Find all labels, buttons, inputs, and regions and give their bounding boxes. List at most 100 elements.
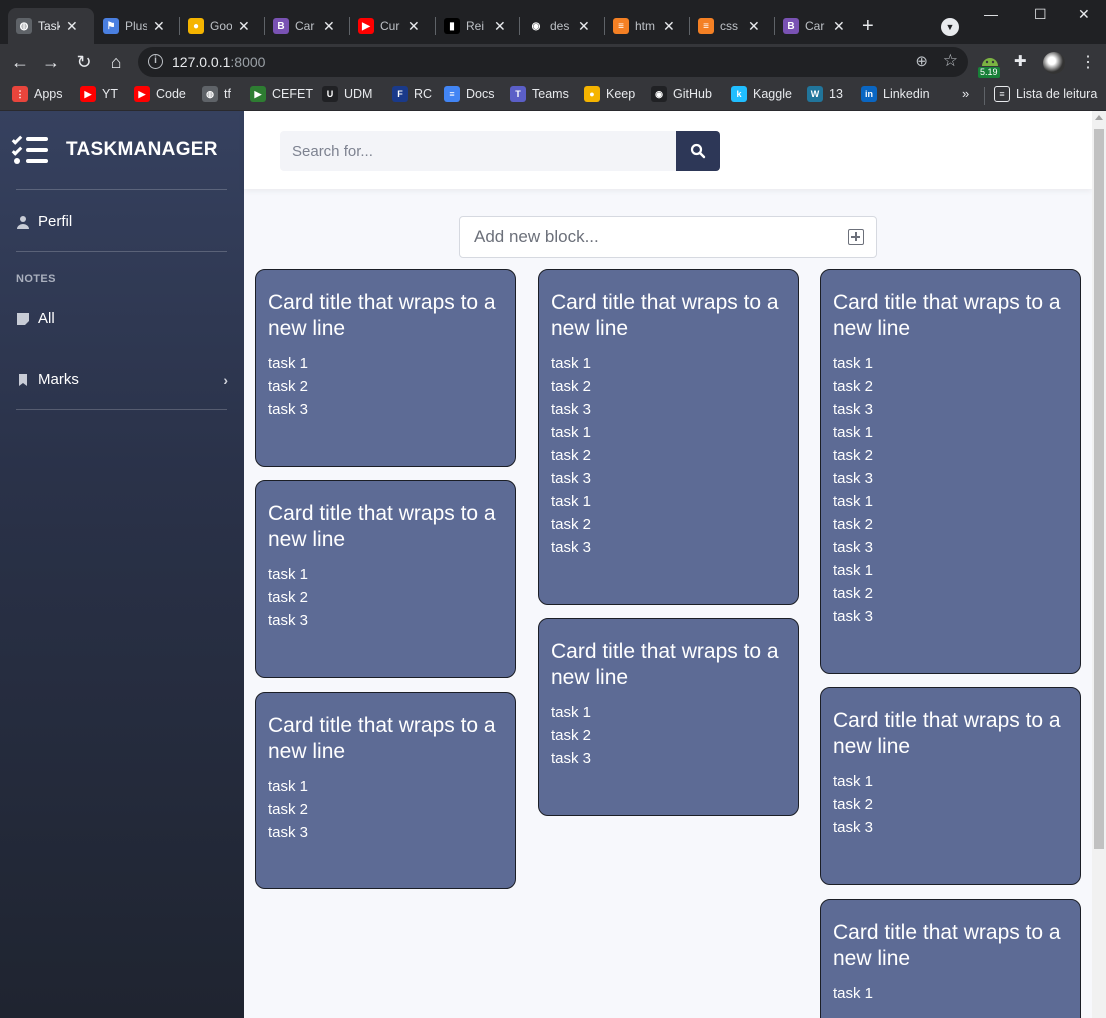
task-item[interactable]: task 3 [268,612,309,629]
close-tab-icon[interactable]: ✕ [494,17,506,34]
browser-tab[interactable]: ◉des✕ [520,8,602,44]
scrollbar-thumb[interactable] [1094,129,1104,849]
bookmark-item[interactable]: ▶YT [80,86,118,102]
site-info-icon[interactable]: i [148,54,163,69]
task-item[interactable]: task 1 [833,985,874,1002]
close-tab-icon[interactable]: ✕ [153,17,165,34]
task-item[interactable]: task 2 [833,447,874,464]
task-item[interactable]: task 3 [551,539,592,556]
task-item[interactable]: task 1 [551,424,592,441]
task-item[interactable]: task 1 [833,424,874,441]
close-tab-icon[interactable]: ✕ [833,17,845,34]
close-tab-icon[interactable]: ✕ [748,17,760,34]
task-item[interactable]: task 1 [833,562,874,579]
close-tab-icon[interactable]: ✕ [663,17,675,34]
home-icon[interactable]: ⌂ [110,52,122,72]
task-item[interactable]: task 1 [551,355,592,372]
reload-icon[interactable]: ↻ [76,52,92,72]
close-tab-icon[interactable]: ✕ [578,17,590,34]
close-window-icon[interactable]: ✕ [1078,6,1090,22]
bookmark-item[interactable]: ▶Code [134,86,186,102]
address-bar[interactable]: i 127.0.0.1:8000 ⊕ ☆ [138,47,968,77]
search-input[interactable] [280,131,676,171]
task-item[interactable]: task 2 [551,516,592,533]
task-item[interactable]: task 1 [268,355,309,372]
task-item[interactable]: task 3 [268,824,309,841]
tab-search-icon[interactable]: ▼ [941,18,959,36]
browser-tab[interactable]: ≡htm✕ [605,8,687,44]
bookmark-item[interactable]: ◉GitHub [651,86,712,102]
task-item[interactable]: task 3 [551,470,592,487]
sidebar-item-marks[interactable]: Marks › [16,371,228,388]
task-item[interactable]: task 2 [833,585,874,602]
browser-tab[interactable]: ▶Cur✕ [350,8,432,44]
menu-kebab-icon[interactable]: ⋮ [1080,54,1096,71]
sidebar-item-all[interactable]: All [16,310,228,327]
task-item[interactable]: task 1 [268,566,309,583]
task-item[interactable]: task 2 [551,727,592,744]
bookmark-item[interactable]: ◍tf [202,86,231,102]
task-item[interactable]: task 2 [833,796,874,813]
task-item[interactable]: task 1 [551,493,592,510]
url-text[interactable]: 127.0.0.1:8000 [172,54,266,70]
forward-icon[interactable]: → [42,52,60,72]
close-tab-icon[interactable]: ✕ [323,17,335,34]
task-item[interactable]: task 1 [268,778,309,795]
task-item[interactable]: task 3 [833,539,874,556]
task-item[interactable]: task 2 [268,378,309,395]
sidebar-item-perfil[interactable]: Perfil [16,213,228,230]
task-item[interactable]: task 1 [833,773,874,790]
browser-tab[interactable]: ≡css✕ [690,8,772,44]
back-icon[interactable]: ← [11,52,29,72]
task-item[interactable]: task 3 [551,401,592,418]
maximize-icon[interactable]: ☐ [1034,6,1047,22]
brand[interactable]: TASKMANAGER [11,134,218,165]
scroll-up-arrow-icon[interactable] [1095,115,1103,120]
close-tab-icon[interactable]: ✕ [408,17,420,34]
search-button[interactable] [676,131,720,171]
extensions-puzzle-icon[interactable]: ✚ [1014,53,1027,70]
bookmark-star-icon[interactable]: ☆ [942,51,958,70]
add-square-icon[interactable] [848,229,864,245]
add-block-input[interactable] [460,217,840,257]
task-item[interactable]: task 3 [833,470,874,487]
task-item[interactable]: task 2 [268,589,309,606]
task-item[interactable]: task 2 [268,801,309,818]
bookmarks-more-button[interactable]: » [962,86,970,101]
minimize-icon[interactable]: — [984,6,998,22]
android-extension-icon[interactable] [978,52,1002,76]
browser-tab[interactable]: ●Goo✕ [180,8,262,44]
new-tab-button[interactable]: + [862,15,874,37]
task-item[interactable]: task 2 [833,378,874,395]
task-item[interactable]: task 3 [551,750,592,767]
bookmark-item[interactable]: ●Keep [584,86,635,102]
reading-list-button[interactable]: ≡ Lista de leitura [994,86,1097,102]
task-item[interactable]: task 1 [833,493,874,510]
profile-avatar[interactable] [1043,52,1065,74]
close-tab-icon[interactable]: ✕ [66,17,78,34]
task-item[interactable]: task 1 [551,704,592,721]
task-item[interactable]: task 3 [833,401,874,418]
task-item[interactable]: task 1 [833,355,874,372]
browser-tab[interactable]: ▮Rei✕ [436,8,518,44]
close-tab-icon[interactable]: ✕ [238,17,250,34]
task-item[interactable]: task 2 [551,378,592,395]
bookmark-item[interactable]: ▶CEFET [250,86,313,102]
bookmark-item[interactable]: ⋮Apps [12,86,63,102]
